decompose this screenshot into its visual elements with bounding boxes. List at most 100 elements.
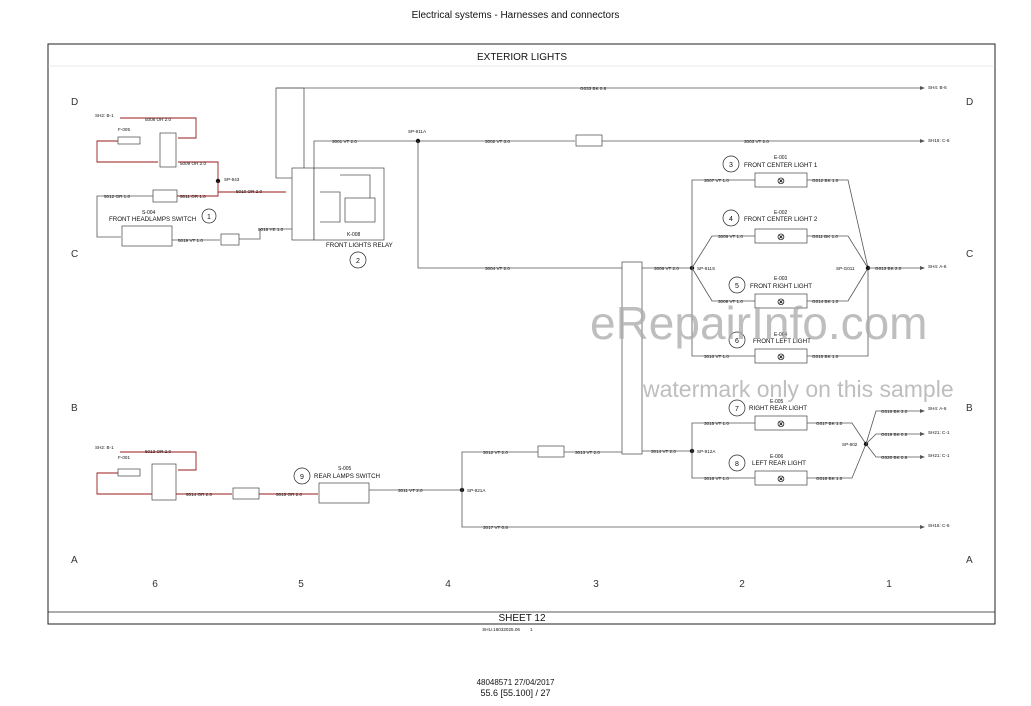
ref-sh4-a6-bottom: SH4: A-6 — [928, 406, 947, 411]
grid-row-left-d: D — [71, 97, 78, 108]
lamp-e005-icon: ⊗ — [777, 419, 785, 430]
ref-sh4-a6-top: SH4: A-6 — [928, 264, 947, 269]
lamp-e001-name: FRONT CENTER LIGHT 1 — [744, 162, 818, 169]
lamp-e004-icon: ⊗ — [777, 352, 785, 363]
front-headlamps-circuit: SH2: B-1 5008 OR 2.0 F-005 5009 OR 2.0 S… — [95, 113, 293, 247]
grid-row-right-d: D — [966, 97, 973, 108]
ref-sh21-c1-a: SH21: C-1 — [928, 430, 950, 435]
fuse-f001-label: F-001 — [118, 455, 130, 460]
front-lights-relay-block: K-008 FRONT LIGHTS RELAY 2 — [291, 167, 393, 269]
wire-3015: 3015 VT 1.0 — [704, 421, 729, 426]
ref-sh21-c1-b: SH21: C-1 — [928, 453, 950, 458]
lamp-e003-code: E-003 — [774, 276, 788, 282]
grid-row-left-a: A — [71, 555, 78, 566]
callout-7-num: 7 — [735, 406, 739, 413]
wire-5011: 5011 OR 1.0 — [180, 194, 206, 199]
wire-3013: 3013 VT 2.0 — [575, 450, 600, 455]
grid-row-right-b: B — [966, 403, 973, 414]
wire-g020: G020 BK 0.8 — [881, 455, 908, 460]
footer-doc: 48048571 27/04/2017 — [476, 678, 555, 687]
lamp-e002-icon: ⊗ — [777, 232, 785, 243]
relay-coil — [344, 197, 376, 223]
lamp-e006-icon: ⊗ — [777, 474, 785, 485]
wire-3004: 3004 VT 2.0 — [485, 266, 510, 271]
splice-sp911s-label: SP-911S — [697, 266, 715, 271]
lamp-e005-name: RIGHT REAR LIGHT — [749, 405, 807, 412]
fuse-f005 — [117, 136, 141, 145]
callout-7 — [728, 399, 746, 417]
page-header: Electrical systems - Harnesses and conne… — [411, 10, 620, 21]
wire-3016: 3016 VT 1.0 — [704, 476, 729, 481]
callout-8 — [728, 454, 746, 472]
fuse-f001 — [117, 468, 141, 477]
wire-g017: G017 BK 1.0 — [816, 421, 843, 426]
lamp-e001-code: E-001 — [774, 155, 788, 161]
wire-3006: 3006 VT 2.0 — [654, 266, 679, 271]
callout-8-num: 8 — [735, 461, 739, 468]
callout-2 — [349, 251, 367, 269]
callout-6 — [728, 331, 746, 349]
lamp-e003-name: FRONT RIGHT LIGHT — [750, 283, 812, 290]
lamp-e002-name: FRONT CENTER LIGHT 2 — [744, 216, 818, 223]
rear-lights-branches: 3015 VT 1.0 3016 VT 1.0 ⊗ ⊗ G017 BK 1.0 … — [691, 399, 950, 486]
splice-sp911a-label: SP-911A — [408, 129, 427, 134]
callout-9 — [293, 467, 311, 485]
wire-g015: G015 BK 1.0 — [812, 354, 839, 359]
connector-x002b — [575, 134, 603, 147]
wire-3014: 3014 VT 2.0 — [651, 449, 676, 454]
wire-5008: 5008 OR 2.0 — [145, 117, 171, 122]
switch-s004-body — [121, 225, 173, 247]
wire-3008: 3008 VT 1.0 — [718, 234, 743, 239]
connector-x002b-2 — [232, 487, 260, 500]
grid-col-3: 3 — [593, 579, 599, 590]
front-lights-branches: 3007 VT 1.0 3008 VT 1.0 3009 VT 1.0 3010… — [691, 155, 947, 364]
connector-x002a-3 — [537, 445, 565, 458]
wire-5019: 5019 VT 1.0 — [178, 238, 203, 243]
grid-col-5: 5 — [298, 579, 304, 590]
callout-3-num: 3 — [729, 162, 733, 169]
ref-sh16-c6-bottom: SH16: C-6 — [928, 523, 950, 528]
grid-col-2: 2 — [739, 579, 745, 590]
switch-s005-name: REAR LAMPS SWITCH — [314, 473, 380, 480]
fuse-f005-label: F-005 — [118, 127, 130, 132]
ref-sh2-top: SH2: B-1 — [95, 113, 114, 118]
callout-1 — [201, 208, 217, 224]
splice-sp912a-label: SP-912A — [697, 449, 716, 454]
wire-g011: G011 BK 1.0 — [812, 234, 838, 239]
wire-3001: 3001 VT 2.0 — [332, 139, 357, 144]
lamp-e005-code: E-005 — [770, 399, 784, 405]
wire-5010: 5010 OR 2.0 — [236, 189, 262, 194]
wire-g013: G013 BK 2.0 — [875, 266, 902, 271]
wire-3011: 3011 VT 2.0 — [398, 488, 423, 493]
switch-s004-name: FRONT HEADLAMPS SWITCH — [109, 216, 196, 223]
callout-5 — [728, 276, 746, 294]
wire-3012: 3012 VT 2.0 — [483, 450, 508, 455]
lamp-e004-name: FRONT LEFT LIGHT — [753, 338, 811, 345]
connector-x006 — [151, 463, 177, 501]
wire-5009: 5009 OR 2.0 — [180, 161, 206, 166]
grid-row-right-c: C — [966, 249, 973, 260]
wire-5018: 5018 YE 1.0 — [258, 227, 284, 232]
relay-k008-code: K-008 — [347, 232, 361, 238]
splice-sp921a-label: SP-921A — [467, 488, 486, 493]
switch-s004-code: S-004 — [142, 210, 156, 216]
splice-spg011-label: SP-G011 — [836, 266, 855, 271]
lamp-e002-code: E-002 — [774, 210, 788, 216]
wire-g019: G019 BK 0.8 — [881, 432, 908, 437]
callout-5-num: 5 — [735, 283, 739, 290]
drawing-frame — [47, 43, 996, 625]
lamp-e001-icon: ⊗ — [777, 176, 785, 187]
callout-2-num: 2 — [356, 258, 360, 265]
grid-row-right-a: A — [966, 555, 973, 566]
lamp-e004-code: E-004 — [774, 332, 788, 338]
grid-row-left-c: C — [71, 249, 78, 260]
grid-col-1: 1 — [886, 579, 892, 590]
ref-sh4-b6: SH4: B-6 — [928, 85, 947, 90]
grid-col-4: 4 — [445, 579, 451, 590]
wire-3002: 3002 VT 3.0 — [485, 139, 510, 144]
lamp-e006-code: E-006 — [770, 454, 784, 460]
switch-s005-body — [318, 482, 370, 504]
footer-page: 55.6 [55.100] / 27 — [480, 688, 551, 698]
wire-g016: G016 BK 3.0 — [881, 409, 908, 414]
